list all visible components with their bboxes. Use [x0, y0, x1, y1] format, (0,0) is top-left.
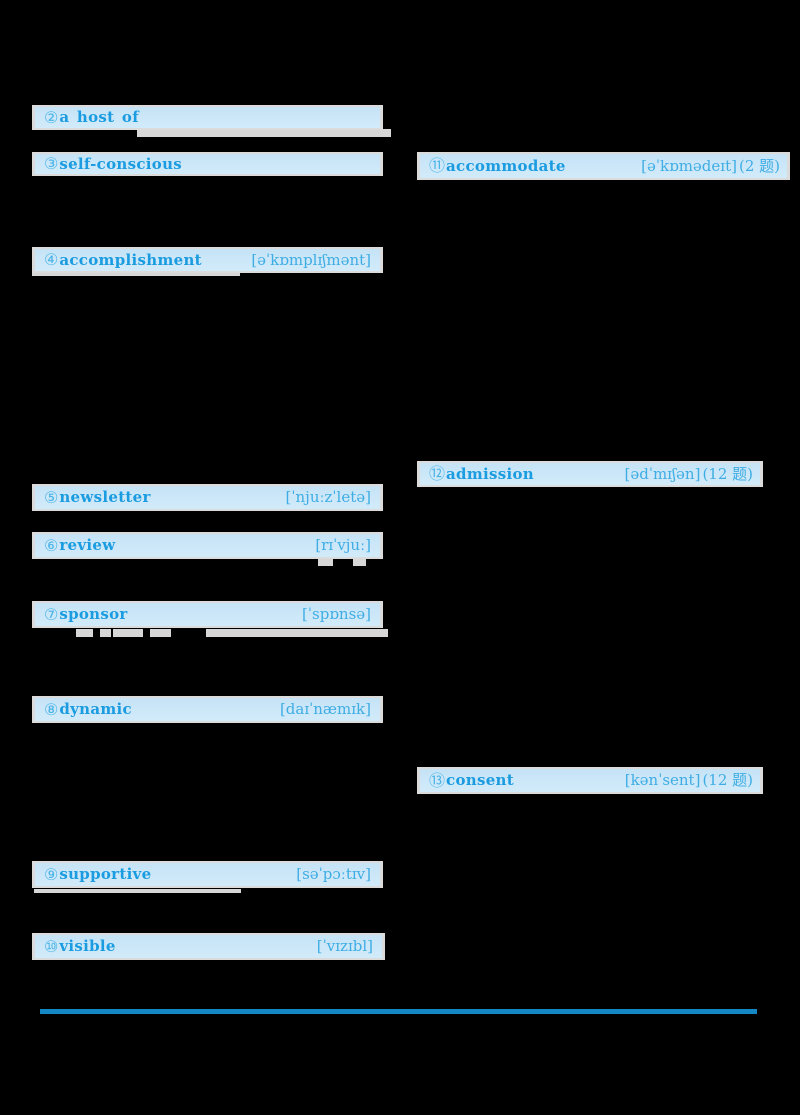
- circled-number: ⑧: [44, 699, 59, 719]
- vocab-entry: ⑤ newsletter [ˈnjuːzˈletə]: [32, 484, 383, 511]
- entry-right-group: [rɪˈvjuː]: [315, 538, 373, 553]
- vocab-entry: ② a host of: [32, 105, 383, 130]
- entry-highlight: ④ accomplishment [əˈkɒmplɪʃmənt]: [35, 249, 380, 271]
- entry-count: (12 题): [702, 771, 753, 789]
- entry-left-group: ⑫ admission: [429, 466, 534, 482]
- entry-word: dynamic: [59, 700, 132, 718]
- entry-phonetic: [səˈpɔːtɪv]: [296, 865, 371, 883]
- vocab-entry: ⑬ consent [kənˈsent] (12 题): [417, 767, 763, 794]
- scan-artifact-strip: [318, 558, 333, 566]
- entry-phonetic: [rɪˈvjuː]: [315, 536, 371, 554]
- entry-right-group: [əˈkɒmplɪʃmənt]: [251, 250, 373, 269]
- scan-artifact-strip: [137, 129, 391, 137]
- entry-left-group: ⑦ sponsor: [44, 604, 128, 624]
- divider-bar: [40, 1009, 757, 1014]
- circled-number: ⑪: [429, 156, 446, 175]
- entry-highlight: ⑥ review [rɪˈvjuː]: [35, 534, 380, 557]
- entry-phonetic: [daɪˈnæmɪk]: [279, 700, 371, 718]
- entry-word: supportive: [59, 865, 152, 883]
- entry-highlight: ⑦ sponsor [ˈspɒnsə]: [35, 603, 380, 626]
- circled-number: ③: [44, 154, 59, 173]
- entry-word: accomplishment: [59, 250, 202, 269]
- entry-count: (2 题): [738, 156, 780, 175]
- entry-word: consent: [446, 771, 514, 789]
- entry-word: review: [59, 536, 116, 554]
- entry-highlight: ⑤ newsletter [ˈnjuːzˈletə]: [35, 486, 380, 509]
- entry-word: admission: [446, 464, 534, 483]
- entry-highlight: ③ self-conscious: [35, 154, 380, 174]
- vocab-entry: ⑫ admission [ədˈmɪʃən] (12 题): [417, 461, 763, 487]
- circled-number: ⑤: [44, 487, 59, 507]
- vocab-entry: ⑩ visible [ˈvɪzɪbl]: [32, 933, 385, 960]
- circled-number: ⑩: [44, 936, 59, 956]
- entry-left-group: ④ accomplishment: [44, 252, 202, 268]
- scan-artifact-strip: [150, 629, 171, 637]
- scan-artifact-strip: [113, 629, 143, 637]
- entry-highlight: ⑧ dynamic [daɪˈnæmɪk]: [35, 698, 380, 721]
- entry-phonetic: [ˈvɪzɪbl]: [316, 937, 373, 955]
- entry-word: visible: [59, 937, 116, 955]
- vocab-entry: ⑨ supportive [səˈpɔːtɪv]: [32, 861, 383, 888]
- entry-right-group: [daɪˈnæmɪk]: [280, 702, 373, 717]
- entry-left-group: ⑬ consent: [429, 770, 514, 790]
- entry-word: newsletter: [59, 488, 151, 506]
- vocab-entry: ④ accomplishment [əˈkɒmplɪʃmənt]: [32, 247, 383, 273]
- entry-right-group: [ˈspɒnsə]: [302, 607, 373, 622]
- scan-artifact-strip: [76, 629, 93, 637]
- scan-artifact-strip: [34, 889, 241, 893]
- circled-number: ⑥: [44, 535, 59, 555]
- entry-right-group: [əˈkɒmədeɪt] (2 题): [641, 156, 780, 175]
- entry-highlight: ⑨ supportive [səˈpɔːtɪv]: [35, 863, 380, 886]
- entry-right-group: [kənˈsent] (12 题): [625, 773, 753, 788]
- entry-word: sponsor: [59, 605, 128, 623]
- circled-number: ⑨: [44, 864, 59, 884]
- entry-right-group: [ədˈmɪʃən] (12 题): [624, 464, 754, 483]
- entry-right-group: [səˈpɔːtɪv]: [296, 867, 373, 882]
- entry-left-group: ⑧ dynamic: [44, 699, 132, 719]
- vocab-entry: ⑧ dynamic [daɪˈnæmɪk]: [32, 696, 383, 723]
- entry-left-group: ③ self-conscious: [44, 156, 182, 172]
- entry-word: a host of: [59, 108, 139, 126]
- entry-phonetic: [kənˈsent]: [624, 771, 701, 789]
- scan-artifact-strip: [32, 273, 240, 276]
- vocab-entry: ⑥ review [rɪˈvjuː]: [32, 532, 383, 559]
- scan-artifact-strip: [353, 558, 366, 566]
- entry-highlight: ⑪ accommodate [əˈkɒmədeɪt] (2 题): [420, 154, 787, 178]
- entry-highlight: ⑫ admission [ədˈmɪʃən] (12 题): [420, 463, 760, 485]
- scan-artifact-strip: [206, 629, 388, 637]
- entry-left-group: ⑪ accommodate: [429, 158, 566, 174]
- entry-left-group: ⑨ supportive: [44, 864, 152, 884]
- circled-number: ④: [44, 250, 59, 269]
- scan-artifact-strip: [100, 629, 111, 637]
- entry-phonetic: [əˈkɒmədeɪt]: [641, 156, 737, 175]
- entry-left-group: ② a host of: [44, 107, 139, 127]
- entry-left-group: ⑩ visible: [44, 936, 116, 956]
- vocab-entry: ③ self-conscious: [32, 152, 383, 176]
- entry-count: (12 题): [702, 464, 753, 483]
- entry-phonetic: [ədˈmɪʃən]: [624, 464, 701, 483]
- vocab-entry: ⑪ accommodate [əˈkɒmədeɪt] (2 题): [417, 152, 790, 180]
- circled-number: ⑫: [429, 464, 446, 483]
- circled-number: ⑦: [44, 604, 59, 624]
- entry-word: accommodate: [446, 156, 566, 175]
- entry-right-group: [ˈvɪzɪbl]: [317, 939, 375, 954]
- entry-right-group: [ˈnjuːzˈletə]: [286, 490, 373, 505]
- entry-phonetic: [ˈspɒnsə]: [302, 605, 371, 623]
- entry-left-group: ⑤ newsletter: [44, 487, 151, 507]
- entry-phonetic: [əˈkɒmplɪʃmənt]: [251, 250, 371, 269]
- entry-highlight: ⑬ consent [kənˈsent] (12 题): [420, 769, 760, 792]
- entry-highlight: ② a host of: [35, 107, 380, 128]
- entry-word: self-conscious: [59, 154, 183, 173]
- entry-phonetic: [ˈnjuːzˈletə]: [285, 488, 371, 506]
- vocab-entry: ⑦ sponsor [ˈspɒnsə]: [32, 601, 383, 628]
- circled-number: ⑬: [429, 770, 446, 790]
- entry-left-group: ⑥ review: [44, 535, 116, 555]
- entry-highlight: ⑩ visible [ˈvɪzɪbl]: [35, 935, 382, 958]
- circled-number: ②: [44, 107, 59, 127]
